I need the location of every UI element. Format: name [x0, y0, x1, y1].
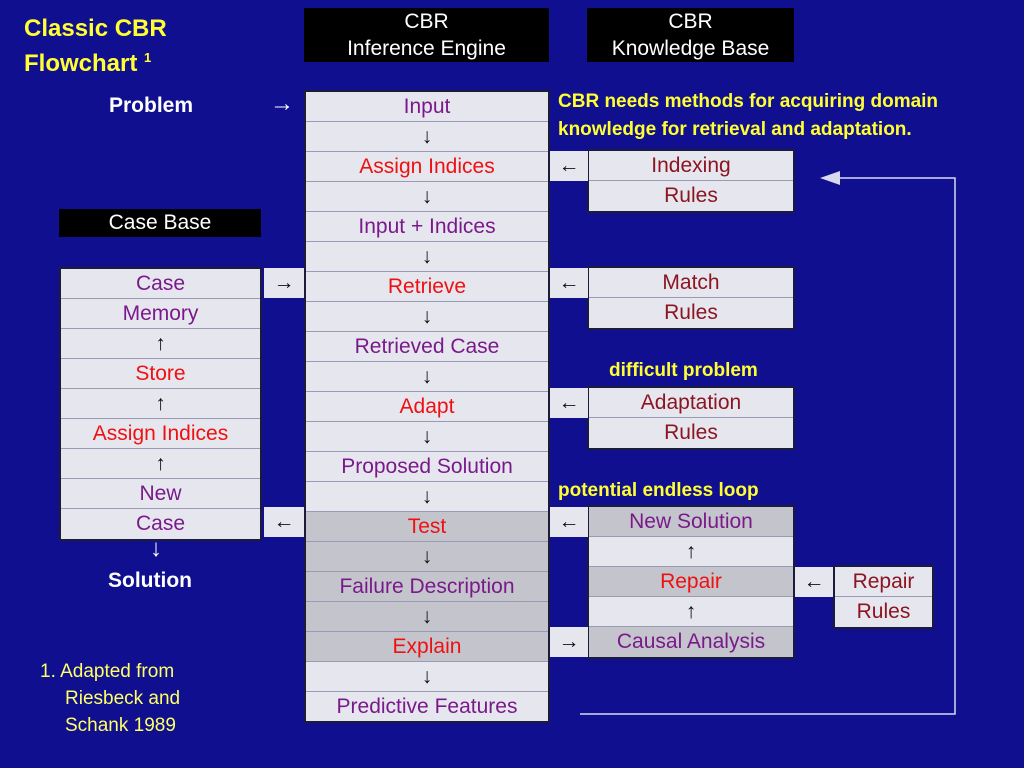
engine-header-line-2: Inference Engine: [347, 37, 506, 60]
adaptation-rules-box: Adaptation Rules: [587, 386, 795, 450]
engine-cell: ↓: [306, 182, 548, 212]
indexing-left-arrow-icon: ←: [550, 151, 588, 181]
casebase-cell: ↑: [61, 449, 260, 479]
solution-label: Solution: [108, 569, 192, 592]
feedback-loop-path: [580, 177, 956, 715]
engine-cell: Assign Indices: [306, 152, 548, 182]
problem-label: Problem: [109, 94, 194, 117]
casebase-cell: New: [61, 479, 260, 509]
case-to-retrieve-arrow-icon: →: [264, 268, 304, 298]
engine-cell: Explain: [306, 632, 548, 662]
kb-header-line-1: CBR: [668, 10, 713, 33]
feedback-loop-arrowhead-icon: [820, 171, 840, 185]
repair-loop-box: New Solution↑Repair↑Causal Analysis: [587, 505, 795, 659]
credit-line-1: 1. Adapted from: [40, 661, 175, 682]
match-left-arrow-icon: ←: [550, 268, 588, 298]
engine-cell: Predictive Features: [336, 695, 518, 718]
test-to-case-arrow-icon: ←: [264, 507, 304, 537]
kb-cell-match: Match: [589, 268, 793, 298]
engine-cell: ↓: [306, 482, 548, 512]
endless-loop-note: potential endless loop: [558, 480, 759, 501]
engine-cell: ↓: [306, 422, 548, 452]
repair-left-arrow-icon: ←: [795, 567, 833, 597]
casebase-down-arrow-icon: ↓: [150, 535, 162, 562]
engine-cell: ↓: [306, 302, 548, 332]
engine-cell: Adapt: [306, 392, 548, 422]
title-line-2-text: Flowchart: [24, 50, 138, 77]
case-base-header: Case Base: [59, 209, 261, 237]
engine-cell: ↓: [306, 122, 548, 152]
casebase-cell: Case: [135, 512, 186, 535]
kb-loop-cell: New Solution: [589, 507, 793, 537]
casebase-cell: ↑: [61, 389, 260, 419]
engine-cell: Test: [306, 512, 548, 542]
engine-cell: ↓: [306, 662, 548, 692]
casebase-cell: Memory: [61, 299, 260, 329]
engine-cell: Retrieved Case: [306, 332, 548, 362]
kb-cell-adaptation: Adaptation: [589, 388, 793, 418]
credit-note: 1. Adapted from Riesbeck and Schank 1989: [40, 658, 180, 739]
casebase-cell: Assign Indices: [61, 419, 260, 449]
engine-cell: ↓: [306, 362, 548, 392]
kb-header-line-2: Knowledge Base: [611, 37, 770, 60]
casebase-cell: Store: [61, 359, 260, 389]
casebase-cell: Case: [61, 269, 260, 299]
kb-cell-indexing: Indexing: [589, 151, 793, 181]
methods-note: CBR needs methods for acquiring domain k…: [558, 91, 939, 140]
kb-loop-cell: Repair: [589, 567, 793, 597]
repair-rules-box: Repair Rules: [833, 565, 934, 629]
kb-cell-repair-rules: Rules: [856, 600, 911, 623]
difficult-problem-note: difficult problem: [609, 360, 758, 381]
credit-line-2: Riesbeck and: [65, 688, 181, 709]
problem-arrow-icon: →: [270, 90, 294, 117]
title-line-2: Flowchart 1: [24, 43, 284, 78]
engine-header-line-1: CBR: [404, 10, 449, 33]
kb-loop-cell: ↑: [589, 597, 793, 627]
kb-header: CBR Knowledge Base: [587, 8, 794, 62]
kb-loop-cell: Causal Analysis: [589, 627, 793, 657]
title-footnote-mark: 1: [144, 50, 152, 65]
engine-cell: ↓: [306, 542, 548, 572]
kb-cell-indexing-rules: Rules: [664, 184, 718, 207]
engine-cell: Input: [306, 92, 548, 122]
kb-cell-repair: Repair: [835, 567, 932, 597]
engine-cell: Proposed Solution: [306, 452, 548, 482]
slide-title: Classic CBR Flowchart 1: [24, 14, 284, 78]
engine-header: CBR Inference Engine: [304, 8, 549, 62]
credit-line-3: Schank 1989: [65, 715, 176, 736]
explain-right-arrow-icon: →: [550, 627, 588, 657]
newsolution-left-arrow-icon: ←: [550, 507, 588, 537]
engine-cell: Failure Description: [306, 572, 548, 602]
engine-cell: Retrieve: [306, 272, 548, 302]
engine-cell: ↓: [306, 242, 548, 272]
title-line-1: Classic CBR: [24, 15, 167, 42]
engine-cell: Input + Indices: [306, 212, 548, 242]
indexing-rules-box: Indexing Rules: [587, 149, 795, 213]
casebase-cell: ↑: [61, 329, 260, 359]
adaptation-left-arrow-icon: ←: [550, 388, 588, 418]
kb-cell-adaptation-rules: Rules: [664, 421, 718, 444]
kb-loop-cell: ↑: [589, 537, 793, 567]
inference-engine-column: Input↓Assign Indices↓Input + Indices↓Ret…: [304, 90, 550, 723]
engine-cell: ↓: [306, 602, 548, 632]
kb-cell-match-rules: Rules: [664, 301, 718, 324]
match-rules-box: Match Rules: [587, 266, 795, 330]
